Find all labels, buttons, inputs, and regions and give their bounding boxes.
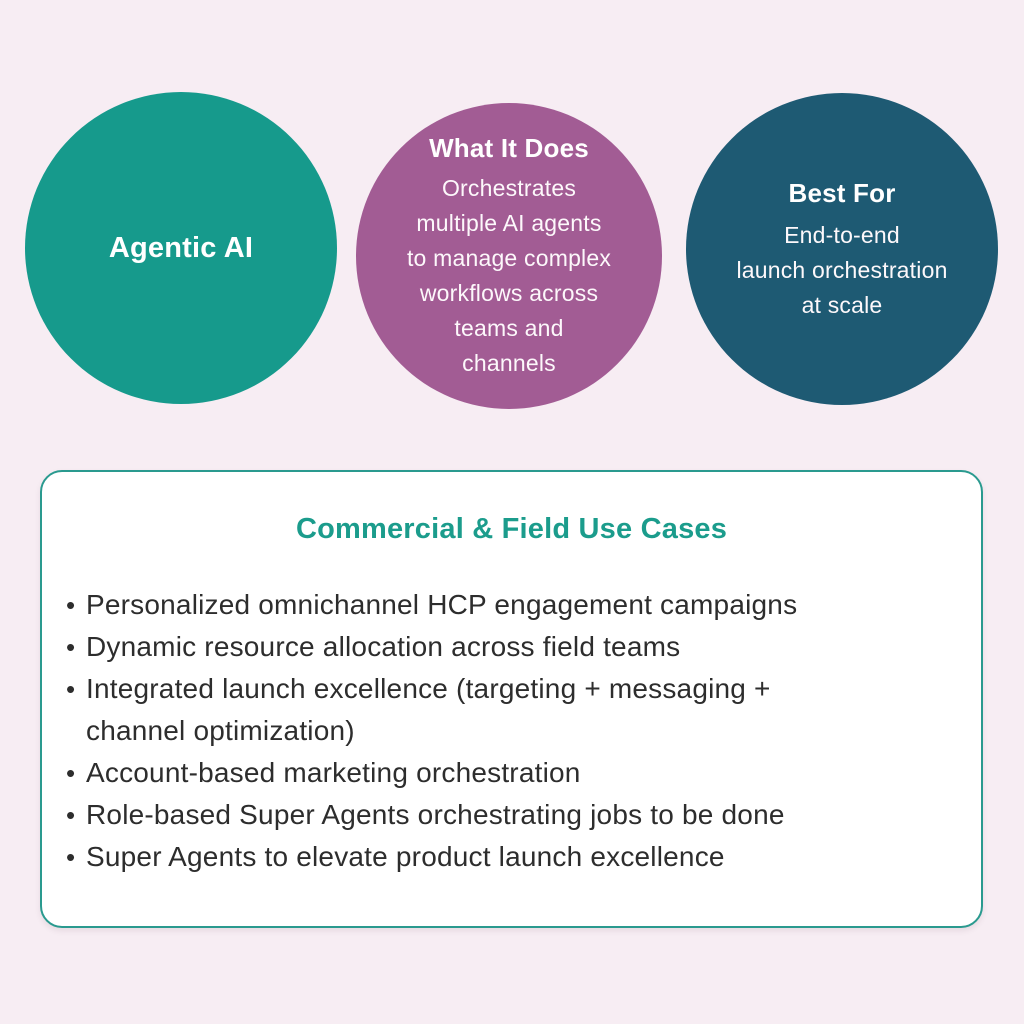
list-item: Dynamic resource allocation across field… (64, 626, 961, 668)
circle-best-for-title: Best For (788, 177, 896, 208)
list-item: Account-based marketing orchestration (64, 752, 961, 794)
list-item: Role-based Super Agents orchestrating jo… (64, 794, 961, 836)
circle-what-it-does-title: What It Does (429, 133, 589, 163)
use-case-list: Personalized omnichannel HCP engagement … (62, 584, 961, 878)
circle-agentic-ai-label: Agentic AI (108, 232, 254, 264)
circle-what-it-does: What It Does Orchestrates multiple AI ag… (356, 103, 662, 409)
use-cases-card-title: Commercial & Field Use Cases (295, 513, 728, 545)
circle-best-for: Best For End-to-end launch orchestration… (686, 93, 998, 405)
list-item: Personalized omnichannel HCP engagement … (64, 584, 961, 626)
list-item: Super Agents to elevate product launch e… (64, 836, 961, 878)
circle-what-it-does-body: Orchestrates multiple AI agents to manag… (406, 175, 612, 376)
use-cases-card: Commercial & Field Use Cases Personalize… (40, 470, 983, 928)
list-item: Integrated launch excellence (targeting … (64, 668, 961, 752)
circle-best-for-body: End-to-end launch orchestration at scale (736, 221, 948, 318)
circle-agentic-ai: Agentic AI (25, 92, 337, 404)
